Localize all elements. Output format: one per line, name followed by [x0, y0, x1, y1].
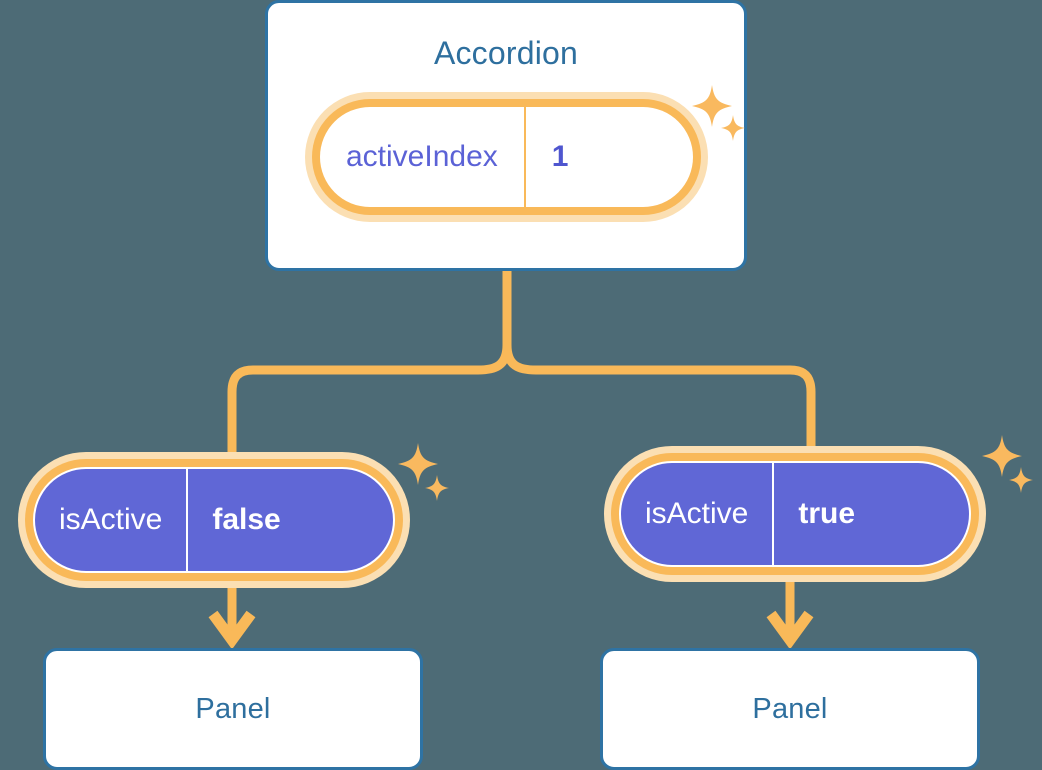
prop-value-label: false — [186, 469, 304, 571]
pill-body: isActive true — [619, 461, 971, 567]
panel-component-card-right[interactable]: Panel — [600, 648, 980, 770]
connector-split-bus-right — [502, 340, 816, 451]
connector-split-bus — [227, 340, 512, 457]
state-pill-is-active-true[interactable]: isActive true — [604, 446, 986, 582]
state-pill-is-active-false[interactable]: isActive false — [18, 452, 410, 588]
page-title: Accordion — [433, 35, 579, 71]
sparkle-cluster-right — [982, 435, 1038, 507]
panel-title: Panel — [195, 692, 271, 725]
sparkle-four-point-icon — [982, 435, 1022, 477]
state-key-label: activeIndex — [346, 140, 498, 173]
sparkle-four-point-small-icon — [1009, 467, 1033, 493]
panel-component-card-left[interactable]: Panel — [43, 648, 423, 770]
pill-body: isActive false — [33, 467, 395, 573]
state-value-label: 1 — [523, 107, 595, 207]
prop-key-label: isActive — [59, 503, 163, 536]
pill-body: activeIndex 1 — [320, 107, 693, 207]
prop-key-label: isActive — [645, 497, 749, 530]
arrow-down-icon-right — [766, 582, 814, 650]
panel-title: Panel — [752, 692, 828, 725]
prop-value-label: true — [772, 463, 879, 565]
sparkle-four-point-small-icon — [425, 475, 449, 501]
arrow-down-icon-left — [208, 588, 256, 650]
state-pill-active-index[interactable]: activeIndex 1 — [305, 92, 708, 222]
